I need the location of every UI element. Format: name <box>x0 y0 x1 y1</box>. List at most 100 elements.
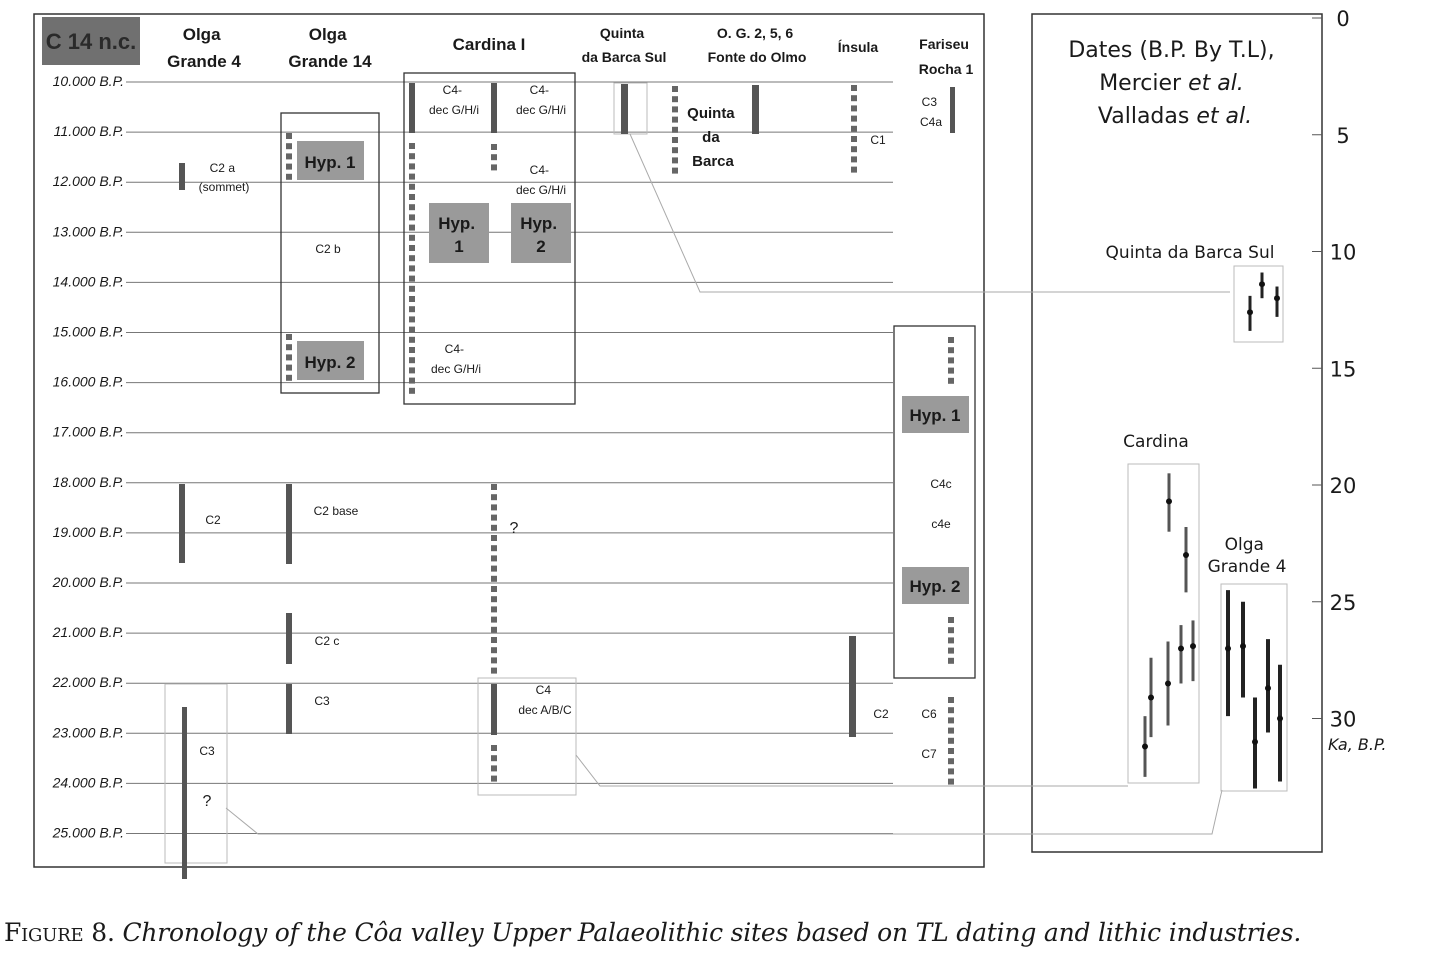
label-c2a: C2 a (sommet) <box>199 161 250 194</box>
tl-date-point <box>1277 715 1283 722</box>
hyp-boxes: Hyp. 1 Hyp. 2 Hyp. 1 Hyp. 2 Hyp. 1 Hyp. … <box>297 141 969 604</box>
dot-og256 <box>672 106 678 113</box>
group-label-og4: Olga Grande 4 <box>1208 535 1287 577</box>
tl-date-point <box>1247 309 1253 316</box>
site-header-cardina: Cardina I <box>453 35 526 54</box>
cardina-lower-thin-box <box>477 677 577 796</box>
dot-cardina-left <box>409 204 415 211</box>
time-axis-label: 25.000 B.P. <box>52 825 124 841</box>
label-insula-c2: C2 <box>873 707 889 721</box>
site-header-olga-grande-4: Olga Grande 4 <box>167 25 241 71</box>
time-axis-label: 20.000 B.P. <box>52 574 124 590</box>
group-label-qbs: Quinta da Barca Sul <box>1106 243 1275 263</box>
label-c1: C1 <box>870 133 886 147</box>
dot-fariseu-top <box>948 357 954 364</box>
caption-text: Chronology of the Côa valley Upper Palae… <box>122 918 1302 947</box>
dot-cardina-right-mid <box>491 586 497 592</box>
dot-cardina-left <box>409 377 415 384</box>
tl-date-point <box>1183 552 1189 559</box>
figure-caption: Figure 8. Chronology of the Côa valley U… <box>4 918 1429 947</box>
dot-cardina-right-mid <box>491 575 497 582</box>
site-header-olga-grande-14: Olga Grande 14 <box>288 25 372 71</box>
site-header-fariseu: Fariseu Rocha 1 <box>919 36 974 77</box>
dot-cardina-left <box>409 214 415 221</box>
hyp1-fariseu-label: Hyp. 1 <box>909 406 960 425</box>
group-box-cardina <box>1127 463 1200 784</box>
ka-tick-label: 15 <box>1330 357 1357 381</box>
tl-date-marks <box>1142 272 1283 789</box>
dot-fariseu-lower <box>948 778 954 785</box>
label-c6: C6 <box>921 707 937 721</box>
label-c4c: C4c <box>930 477 951 491</box>
dot-og256 <box>672 137 678 143</box>
dot-cardina-left <box>409 173 415 180</box>
dot-cardina-right-mid <box>491 657 497 664</box>
time-axis-label: 16.000 B.P. <box>53 374 124 390</box>
time-axis-label: 22.000 B.P. <box>52 674 124 690</box>
tl-date-point <box>1178 645 1184 652</box>
dot-cardina-left <box>409 347 415 353</box>
dot-cardina-left <box>409 265 415 272</box>
dot-insula <box>851 166 857 173</box>
dot-cardina-right-top <box>491 144 497 150</box>
label-c4-mid: C4- dec G/H/i <box>516 163 566 197</box>
right-panel-frame <box>1031 13 1323 853</box>
hyp2-cardina-label: Hyp. 2 <box>520 214 562 256</box>
dot-og14-bottom <box>286 354 292 361</box>
dot-cardina-right-mid <box>491 596 497 603</box>
tl-date-point <box>1142 743 1148 750</box>
dot-fariseu-bottom <box>948 617 954 623</box>
dot-fariseu-bottom <box>948 657 954 664</box>
bar-og14-c2base <box>286 484 292 564</box>
caption-label: Figure 8. <box>4 918 115 947</box>
dot-cardina-left <box>409 153 415 160</box>
dot-cardina-left <box>409 245 415 251</box>
time-axis-label: 17.000 B.P. <box>53 424 124 440</box>
chronology-figure: C 14 n.c. 10.000 B.P.11.000 B.P.12.000 B… <box>33 7 1387 879</box>
bar-qbs <box>621 84 628 134</box>
hyp2-og14-box <box>297 341 364 380</box>
dot-cardina-right-low <box>491 755 497 762</box>
dot-og14-top <box>286 133 292 139</box>
dot-cardina-right-low <box>491 745 497 751</box>
og4-thin-box <box>164 683 228 864</box>
hyp2-og14-label: Hyp. 2 <box>304 353 355 372</box>
dot-cardina-right-mid <box>491 545 497 552</box>
dot-fariseu-lower <box>948 758 954 765</box>
dot-cardina-right-mid <box>491 494 497 501</box>
dot-cardina-left <box>409 163 415 170</box>
qbs-thin-box <box>613 82 648 135</box>
dot-cardina-left <box>409 316 415 323</box>
tl-date-point <box>1252 738 1258 745</box>
site-header-og256: O. G. 2, 5, 6 Fonte do Olmo <box>708 25 807 65</box>
time-axis-label: 11.000 B.P. <box>54 123 124 139</box>
dot-fariseu-bottom <box>948 627 954 634</box>
dot-cardina-left <box>409 255 415 262</box>
time-axis-label: 13.000 B.P. <box>53 223 124 239</box>
dot-cardina-right-low <box>491 775 497 782</box>
bar-og14-c2c <box>286 613 292 664</box>
hyp1-og14-box <box>297 141 364 180</box>
dot-cardina-right-mid <box>491 626 497 633</box>
dot-fariseu-lower <box>948 727 954 734</box>
ka-tick-label: 0 <box>1336 7 1349 31</box>
dot-fariseu-bottom <box>948 647 954 654</box>
dot-cardina-left <box>409 326 415 333</box>
ka-tick-label: 20 <box>1330 474 1357 498</box>
time-axis-label: 12.000 B.P. <box>53 173 124 189</box>
dot-cardina-right-mid <box>491 514 497 521</box>
dot-fariseu-lower <box>948 737 954 744</box>
dot-cardina-left <box>409 387 415 394</box>
dot-og14-top <box>286 163 292 170</box>
dot-cardina-right-top <box>491 164 497 171</box>
dot-fariseu-top <box>948 367 954 374</box>
label-c2c: C2 c <box>315 634 340 648</box>
dot-fariseu-lower <box>948 697 954 703</box>
dot-cardina-left <box>409 285 415 292</box>
dot-cardina-left <box>409 296 415 302</box>
dot-cardina-left <box>409 143 415 149</box>
tl-date-point <box>1265 685 1271 692</box>
bar-fariseu-c3c4a <box>950 87 955 133</box>
label-c4abc: C4 dec A/B/C <box>518 683 572 717</box>
dot-og14-top <box>286 143 292 150</box>
